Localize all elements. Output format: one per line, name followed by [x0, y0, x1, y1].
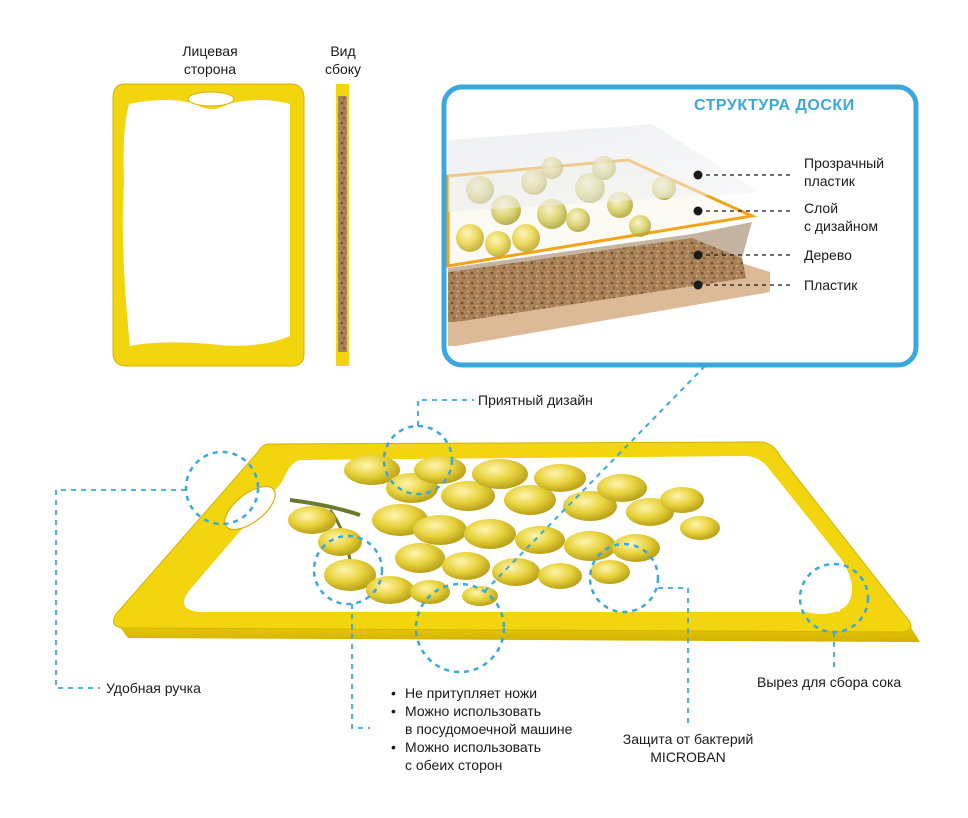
- feature-circle: [312, 534, 384, 606]
- feature-item-line: в посудомоечной машине: [405, 721, 573, 737]
- front-view-label: Лицевая сторона: [150, 42, 270, 78]
- structure-title: СТРУКТУРА ДОСКИ: [694, 97, 855, 114]
- side-view-label-line1: Вид: [330, 43, 356, 59]
- layer-label-wood: Дерево: [804, 246, 852, 264]
- layer-label-design-line1: Слой: [804, 200, 839, 216]
- feature-item: Можно использовать в посудомоечной машин…: [391, 702, 601, 738]
- grape-image: [288, 455, 720, 606]
- structure-leader-lines: [693, 170, 792, 290]
- feature-item: Не притупляет ножи: [391, 684, 601, 702]
- feature-item-line: Можно использовать: [405, 703, 542, 719]
- callout-microban-line1: Защита от бактерий: [622, 731, 754, 747]
- front-view-board: [112, 83, 305, 367]
- layer-label-clear-plastic: Прозрачный пластик: [804, 154, 884, 190]
- front-view-label-line1: Лицевая: [182, 43, 238, 59]
- layer-label-wood-line1: Дерево: [804, 247, 852, 263]
- feature-item-line: с обеих сторон: [405, 757, 503, 773]
- layer-label-design: Слой с дизайном: [804, 199, 878, 235]
- feature-item-line: Можно использовать: [405, 739, 542, 755]
- structure-panel: [441, 84, 919, 368]
- main-board: [113, 441, 920, 642]
- feature-item: Можно использовать с обеих сторон: [391, 738, 601, 774]
- blue-callouts: [55, 365, 870, 729]
- layer-label-clear-plastic-line2: пластик: [804, 173, 855, 189]
- layer-label-plastic: Пластик: [804, 276, 857, 294]
- callout-microban-label: Защита от бактерий MICROBAN: [606, 730, 770, 766]
- feature-item-line: Не притупляет ножи: [405, 685, 538, 701]
- feature-list: Не притупляет ножи Можно использовать в …: [391, 684, 601, 774]
- side-view-label-line2: сбоку: [324, 61, 362, 77]
- layer-label-clear-plastic-line1: Прозрачный: [804, 155, 885, 171]
- side-view-label: Вид сбоку: [308, 42, 378, 78]
- layer-label-plastic-line1: Пластик: [804, 277, 858, 293]
- side-view-board: [336, 84, 349, 366]
- callout-design-label: Приятный дизайн: [478, 392, 593, 408]
- center-circle: [414, 582, 506, 674]
- callout-handle-label: Удобная ручка: [106, 680, 201, 696]
- callout-juice-label: Вырез для сбора сока: [757, 674, 902, 690]
- handle-circle: [184, 450, 260, 526]
- layer-label-design-line2: с дизайном: [804, 218, 879, 234]
- microban-circle: [588, 542, 660, 614]
- front-view-label-line2: сторона: [183, 61, 237, 77]
- callout-microban-line2: MICROBAN: [650, 749, 726, 765]
- design-circle: [382, 424, 454, 496]
